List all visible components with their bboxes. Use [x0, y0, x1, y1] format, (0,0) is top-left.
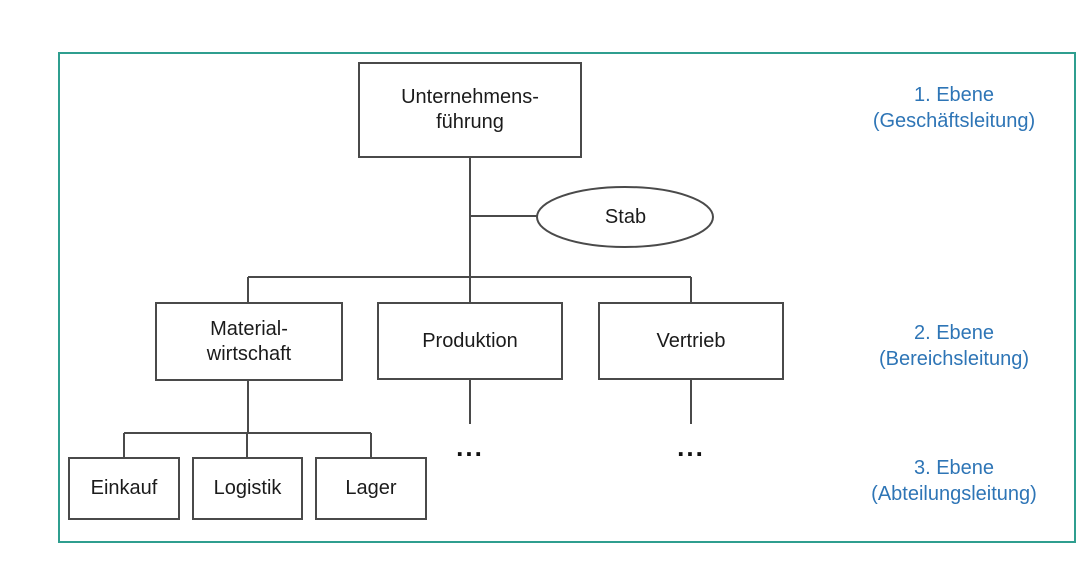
level-label-3: 3. Ebene (Abteilungsleitung)	[828, 455, 1080, 507]
ellipsis-under-vertrieb: ...	[677, 432, 705, 462]
ellipsis-under-produktion: ...	[456, 432, 484, 462]
node-label-line: Produktion	[422, 329, 518, 352]
node-vertrieb: Vertrieb	[598, 302, 784, 380]
level-label-2: 2. Ebene (Bereichsleitung)	[828, 320, 1080, 372]
level-label-1: 1. Ebene (Geschäftsleitung)	[828, 82, 1080, 134]
level-label-line: 3. Ebene	[913, 457, 995, 479]
node-label-line: Lager	[345, 477, 397, 499]
node-label-line: Logistik	[213, 477, 282, 499]
level-label-line: (Bereichsleitung)	[878, 348, 1030, 370]
level-label-line: 1. Ebene	[913, 84, 995, 106]
node-label-line: Einkauf	[90, 477, 158, 499]
node-lager: Lager	[315, 457, 427, 520]
node-materialwirtschaft: Material- wirtschaft	[155, 302, 343, 381]
node-label-line: Vertrieb	[656, 329, 726, 352]
node-label-line: führung	[436, 111, 504, 133]
node-label-line: Unternehmens-	[401, 86, 539, 108]
level-label-line: (Abteilungsleitung)	[871, 483, 1037, 505]
level-label-line: 2. Ebene	[913, 322, 995, 344]
node-label-line: wirtschaft	[206, 342, 292, 365]
node-produktion: Produktion	[377, 302, 563, 380]
node-einkauf: Einkauf	[68, 457, 180, 520]
node-logistik: Logistik	[192, 457, 303, 520]
level-label-line: (Geschäftsleitung)	[872, 110, 1036, 132]
node-label-line: Material-	[210, 317, 288, 340]
node-unternehmensfuehrung: Unternehmens- führung	[358, 62, 582, 158]
node-stab-label: Stab	[604, 205, 647, 228]
